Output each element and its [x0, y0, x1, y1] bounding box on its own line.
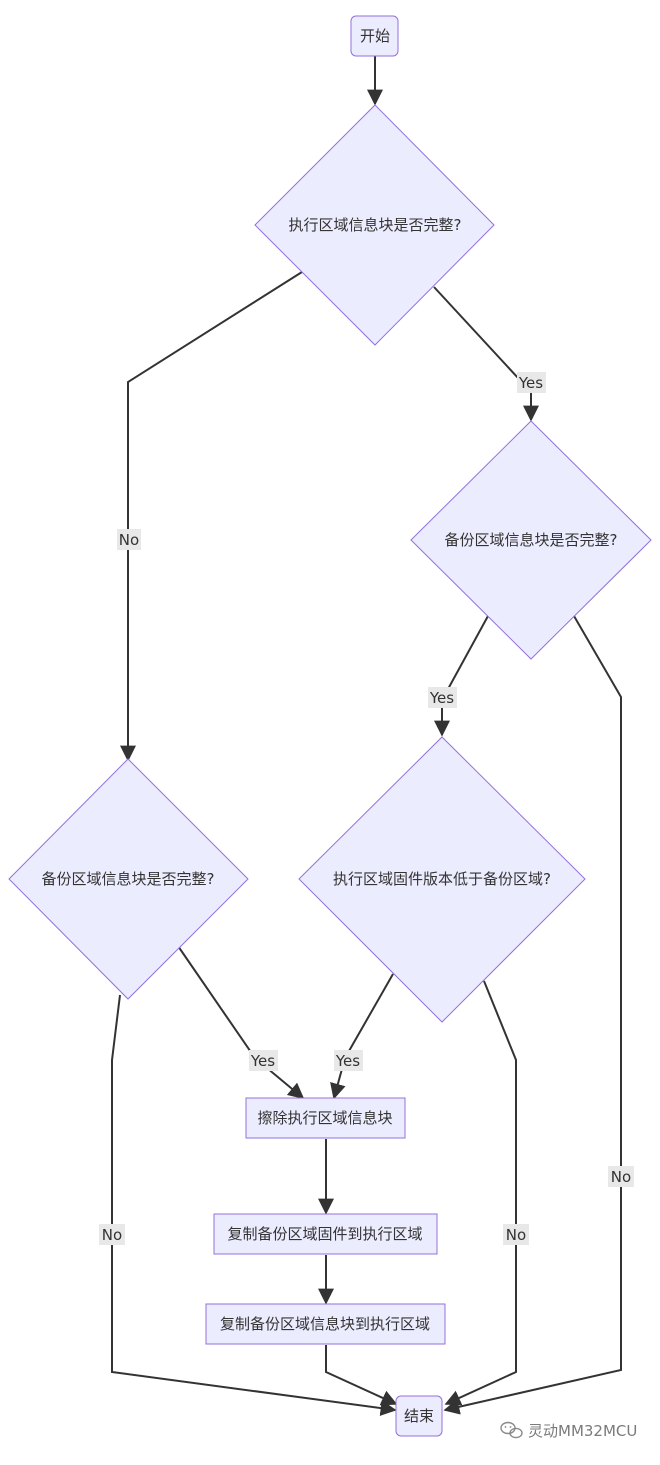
edge-version-yes — [330, 973, 394, 1100]
copy-backup-info-label: 复制备份区域信息块到执行区域 — [220, 1315, 430, 1333]
edge-copy-info-to-end — [325, 1345, 398, 1406]
end-label: 结束 — [404, 1407, 434, 1425]
backup-complete-right-label: 备份区域信息块是否完整? — [445, 531, 618, 549]
backup-right-no-label: No — [611, 1168, 631, 1186]
process-erase-exec-info — [245, 1097, 406, 1139]
edge-exec-no — [120, 271, 303, 762]
backup-right-yes-label-bg — [428, 687, 457, 708]
decision-version-lower — [298, 736, 586, 1023]
decision-backup-complete-right — [410, 420, 652, 660]
edge-version-no — [444, 980, 517, 1406]
decision-exec-complete — [254, 104, 495, 346]
exec-no-label: No — [119, 531, 139, 549]
backup-left-yes-label-bg — [249, 1050, 278, 1071]
backup-right-no-label-bg — [608, 1166, 634, 1187]
edge-exec-yes — [433, 286, 539, 422]
backup-left-yes-label: Yes — [250, 1052, 275, 1070]
backup-right-yes-label: Yes — [429, 689, 454, 707]
watermark-text: 灵动MM32MCU — [528, 1422, 637, 1440]
exec-yes-label-bg — [517, 372, 546, 393]
exec-no-label-bg — [117, 529, 141, 550]
start-label: 开始 — [360, 27, 390, 45]
backup-complete-left-label: 备份区域信息块是否完整? — [42, 870, 215, 888]
exec-complete-label: 执行区域信息块是否完整? — [289, 216, 462, 234]
backup-left-no-label-bg — [99, 1224, 125, 1245]
edge-backup-left-no — [111, 994, 397, 1417]
version-yes-label: Yes — [335, 1052, 360, 1070]
decision-backup-complete-left — [8, 758, 249, 1000]
edge-backup-right-yes — [434, 615, 489, 737]
version-no-label-bg — [503, 1224, 529, 1245]
process-copy-backup-info — [205, 1303, 446, 1345]
version-lower-label: 执行区域固件版本低于备份区域? — [333, 870, 551, 888]
exec-yes-label: Yes — [518, 374, 543, 392]
erase-exec-info-label: 擦除执行区域信息块 — [257, 1109, 392, 1127]
copy-backup-firmware-label: 复制备份区域固件到执行区域 — [227, 1225, 422, 1243]
backup-left-no-label: No — [102, 1226, 122, 1244]
wechat-icon — [500, 1421, 523, 1439]
edge-backup-left-yes — [177, 945, 305, 1100]
start-node — [350, 15, 399, 57]
process-copy-backup-firmware — [213, 1213, 438, 1255]
watermark: 灵动MM32MCU — [500, 1421, 637, 1440]
edge-backup-right-no — [443, 615, 622, 1415]
end-node — [395, 1395, 443, 1437]
version-yes-label-bg — [334, 1050, 363, 1071]
version-no-label: No — [506, 1226, 526, 1244]
